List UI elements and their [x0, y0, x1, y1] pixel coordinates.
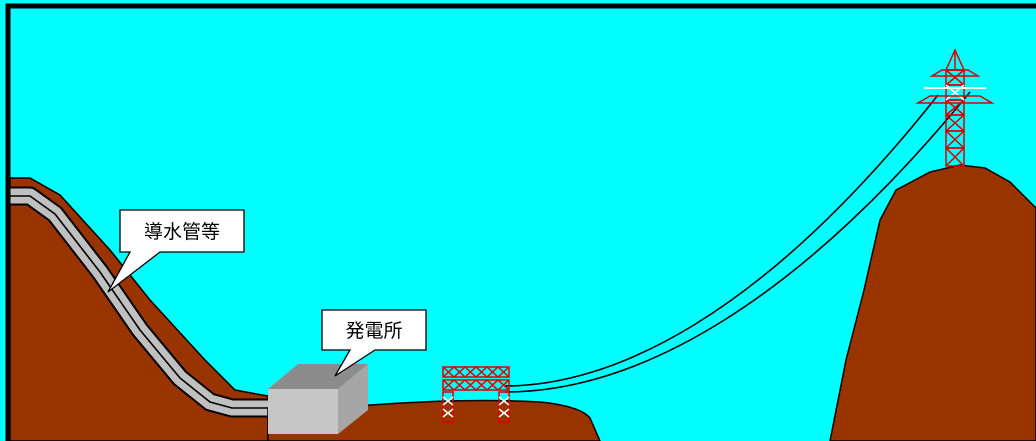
penstock-pipe-centerline: [10, 195, 270, 409]
building-side: [338, 364, 368, 434]
tower-body: [945, 69, 965, 167]
penstock-callout: 導水管等: [107, 209, 245, 293]
tower-lattice-red: [945, 69, 965, 167]
crossarm-upper: [929, 69, 981, 77]
tower-crossarms: [915, 69, 995, 104]
crossarm-lower: [915, 95, 995, 104]
diagram-frame: [5, 3, 1036, 441]
gantry-top-bracing: [442, 365, 510, 379]
gantry-tower: [442, 365, 510, 423]
gantry-beams: [442, 365, 510, 392]
gantry-leg-left: [442, 391, 454, 423]
right-mountain: [829, 164, 1036, 441]
tower-segment-6: [945, 147, 965, 167]
gantry-leg-right: [498, 391, 510, 423]
gantry-legs: [442, 391, 510, 423]
power-station-callout-bubble: [321, 309, 427, 377]
transmission-line-2: [504, 91, 971, 393]
transmission-tower: [915, 48, 995, 167]
power-station-label: 発電所: [345, 320, 402, 342]
penstock-label: 導水管等: [144, 221, 220, 243]
penstock-callout-bubble: [107, 209, 245, 293]
transmission-lines: [504, 91, 971, 393]
power-station-callout: 発電所: [321, 309, 427, 377]
building-front: [268, 389, 338, 434]
transmission-line-1: [504, 94, 939, 387]
gantry-leg-right-bracing-lower: [498, 408, 510, 418]
gantry-leg-left-bracing-lower: [442, 408, 454, 418]
gantry-mid-bracing: [442, 378, 510, 392]
gantry-leg-right-bracing: [498, 396, 510, 406]
gantry-leg-left-bracing: [442, 396, 454, 406]
